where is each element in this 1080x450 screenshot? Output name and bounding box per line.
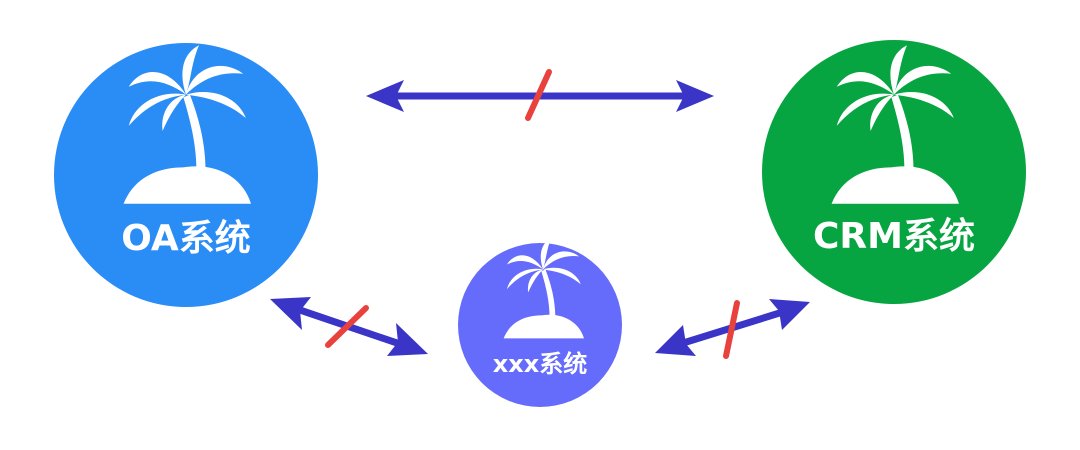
arrow-oa-crm xyxy=(366,69,714,121)
arrow-xxx-crm xyxy=(655,299,810,359)
node-oa: OA系统 xyxy=(54,43,318,307)
node-label: CRM系统 xyxy=(813,216,975,257)
node-crm: CRM系统 xyxy=(762,40,1026,304)
block-mark-oa-xxx xyxy=(325,305,369,348)
arrow-oa-xxx xyxy=(270,297,428,356)
node-label: OA系统 xyxy=(121,218,251,259)
block-mark-xxx-crm xyxy=(723,300,740,359)
node-xxx: xxx系统 xyxy=(458,238,622,407)
node-label: xxx系统 xyxy=(493,350,587,378)
block-mark-oa-crm xyxy=(525,69,552,121)
